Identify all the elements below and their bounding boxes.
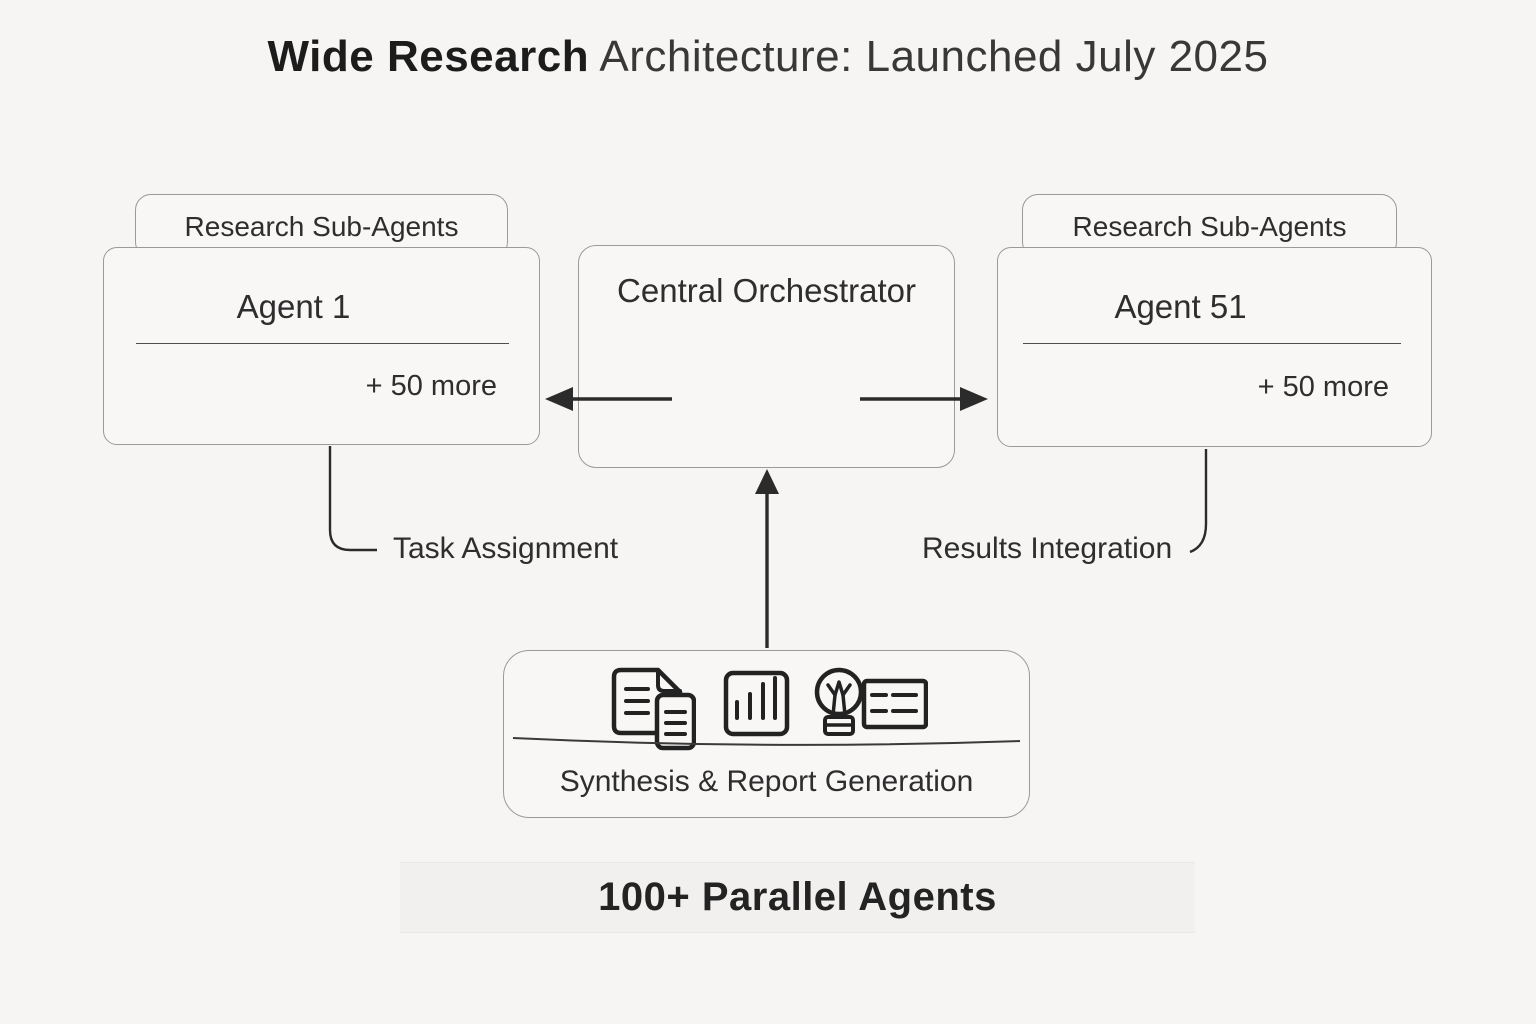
lightbulb-notes-icon [814,667,928,736]
right-card-divider [1023,343,1401,344]
central-orchestrator-label: Central Orchestrator [617,272,916,309]
synthesis-divider [512,737,1021,746]
synthesis-box: Synthesis & Report Generation [503,650,1030,818]
page-title: Wide Research Architecture: Launched Jul… [0,32,1536,82]
results-integration-connector [1189,449,1208,554]
bar-chart-icon [723,670,789,737]
left-more-agents-label: + 50 more [365,370,497,402]
title-product-name: Wide Research [267,32,590,81]
synthesis-icons-row [504,667,1029,751]
right-subagents-card: Agent 51 + 50 more [997,247,1432,447]
parallel-agents-banner: 100+ Parallel Agents [400,862,1195,933]
arrow-from-synthesis [755,469,779,648]
central-orchestrator-box: Central Orchestrator [578,245,955,468]
right-agent-name: Agent 51 [1114,288,1247,325]
synthesis-label: Synthesis & Report Generation [559,765,974,798]
right-subagents-tab-label: Research Sub-Agents [1072,211,1347,242]
left-agent-name: Agent 1 [236,288,351,325]
title-subtitle: Architecture: Launched July 2025 [589,32,1269,81]
results-integration-label: Results Integration [922,532,1173,565]
documents-icon [611,667,696,751]
task-assignment-label: Task Assignment [393,532,619,565]
right-more-agents-label: + 50 more [1257,371,1389,403]
parallel-agents-label: 100+ Parallel Agents [598,875,997,919]
left-card-divider [136,343,509,344]
task-assignment-connector [328,446,377,552]
left-subagents-card: Agent 1 + 50 more [103,247,540,445]
left-subagents-tab-label: Research Sub-Agents [184,211,459,242]
